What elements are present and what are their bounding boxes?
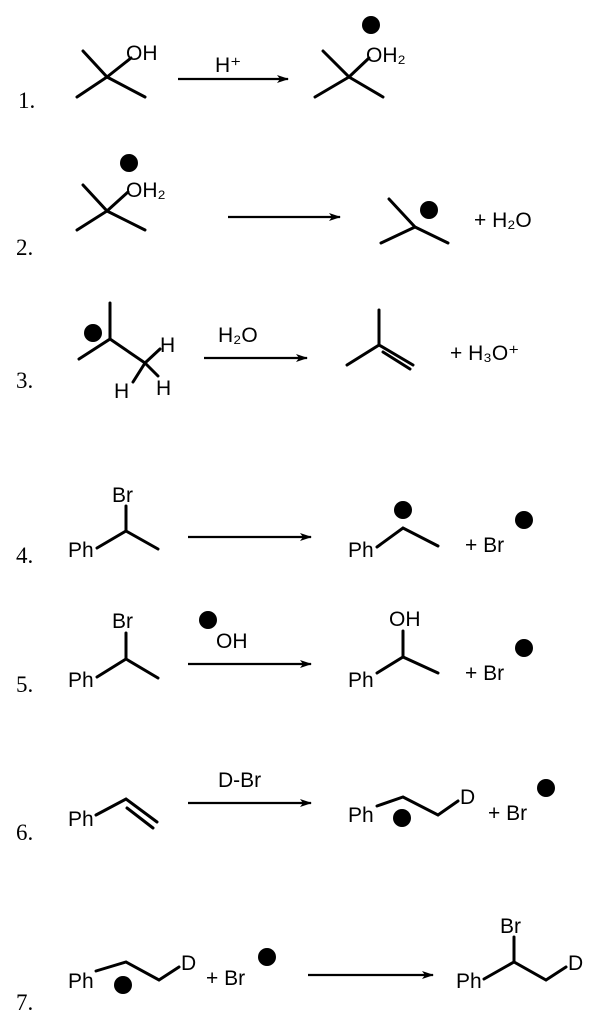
step-number: 2. [16, 235, 33, 260]
bromo-deutero-ethylbenzene: Br Ph D [456, 915, 583, 993]
reaction-6: 6. Ph D-Br Ph D + Br [16, 769, 555, 845]
deuterated-benzylic-cation: Ph D [348, 786, 475, 827]
phenyl-label: Ph [68, 808, 94, 831]
positive-charge-icon [362, 16, 380, 34]
reagent-label: H₂O [218, 324, 258, 347]
tert-butyl-cation [379, 197, 450, 245]
hydroxyl-label: OH [389, 608, 421, 631]
oxonium-label: OH₂ [366, 44, 406, 67]
hydrogen-label: H [156, 377, 171, 400]
styrene: Ph [68, 797, 159, 831]
byproduct-label: + Br [488, 802, 527, 825]
deuterium-label: D [460, 786, 475, 809]
reaction-4: 4. Ph Br Ph + Br [16, 484, 533, 568]
negative-charge-icon [537, 779, 555, 797]
phenyl-label: Ph [348, 669, 374, 692]
step-number: 1. [18, 88, 35, 113]
positive-charge-icon [420, 201, 438, 219]
reaction-7: 7. Ph D + Br Br Ph D [16, 915, 583, 1015]
phenyl-label: Ph [348, 804, 374, 827]
negative-charge-icon [515, 639, 533, 657]
reaction-5: 5. Ph Br OH OH Ph + Br [16, 608, 533, 697]
step-number: 6. [16, 820, 33, 845]
reagent-label: OH [216, 630, 248, 653]
phenyl-label: Ph [348, 539, 374, 562]
bromoethylbenzene: Ph Br [68, 484, 160, 562]
bromine-label: Br [500, 915, 521, 938]
hydrogen-label: H [160, 334, 175, 357]
reagent-label: H⁺ [215, 54, 241, 77]
byproduct-label: + Br [465, 534, 504, 557]
hydrogen-label: H [114, 380, 129, 403]
protonated-alcohol: OH₂ [313, 16, 406, 99]
byproduct-label: + Br [465, 662, 504, 685]
phenyl-label: Ph [68, 970, 94, 993]
bromine-label: Br [112, 610, 133, 633]
reaction-3: 3. H H H H₂O + H₃O⁺ [16, 301, 519, 403]
step-number: 7. [16, 990, 33, 1015]
isobutylene [345, 308, 415, 371]
deuterium-label: D [181, 952, 196, 975]
positive-charge-icon [120, 154, 138, 172]
phenyl-label: Ph [456, 970, 482, 993]
benzylic-cation: Ph [348, 501, 440, 562]
deuterated-benzylic-cation: Ph D [68, 952, 196, 994]
phenyl-label: Ph [68, 669, 94, 692]
bromoethylbenzene: Ph Br [68, 610, 160, 692]
deuterium-label: D [568, 952, 583, 975]
carbocation-with-hydrogens: H H H [77, 301, 175, 403]
oxonium-label: OH₂ [126, 179, 166, 202]
negative-charge-icon [515, 511, 533, 529]
negative-charge-icon [199, 611, 217, 629]
byproduct-label: + H₂O [474, 209, 532, 232]
reaction-1: 1. OH H⁺ OH₂ [18, 16, 406, 113]
bromide-label: + Br [206, 967, 245, 990]
phenyl-label: Ph [68, 539, 94, 562]
tert-butanol: OH [75, 42, 158, 99]
positive-charge-icon [393, 809, 411, 827]
step-number: 4. [16, 543, 33, 568]
positive-charge-icon [114, 976, 132, 994]
positive-charge-icon [394, 501, 412, 519]
negative-charge-icon [258, 948, 276, 966]
phenylethanol: OH Ph [348, 608, 440, 692]
reaction-2: 2. OH₂ + H₂O [16, 154, 532, 260]
positive-charge-icon [84, 324, 102, 342]
bromine-label: Br [112, 484, 133, 507]
byproduct-label: + H₃O⁺ [450, 342, 519, 365]
step-number: 5. [16, 672, 33, 697]
protonated-alcohol: OH₂ [75, 154, 166, 232]
hydroxyl-label: OH [126, 42, 158, 65]
reagent-label: D-Br [218, 769, 261, 792]
step-number: 3. [16, 368, 33, 393]
